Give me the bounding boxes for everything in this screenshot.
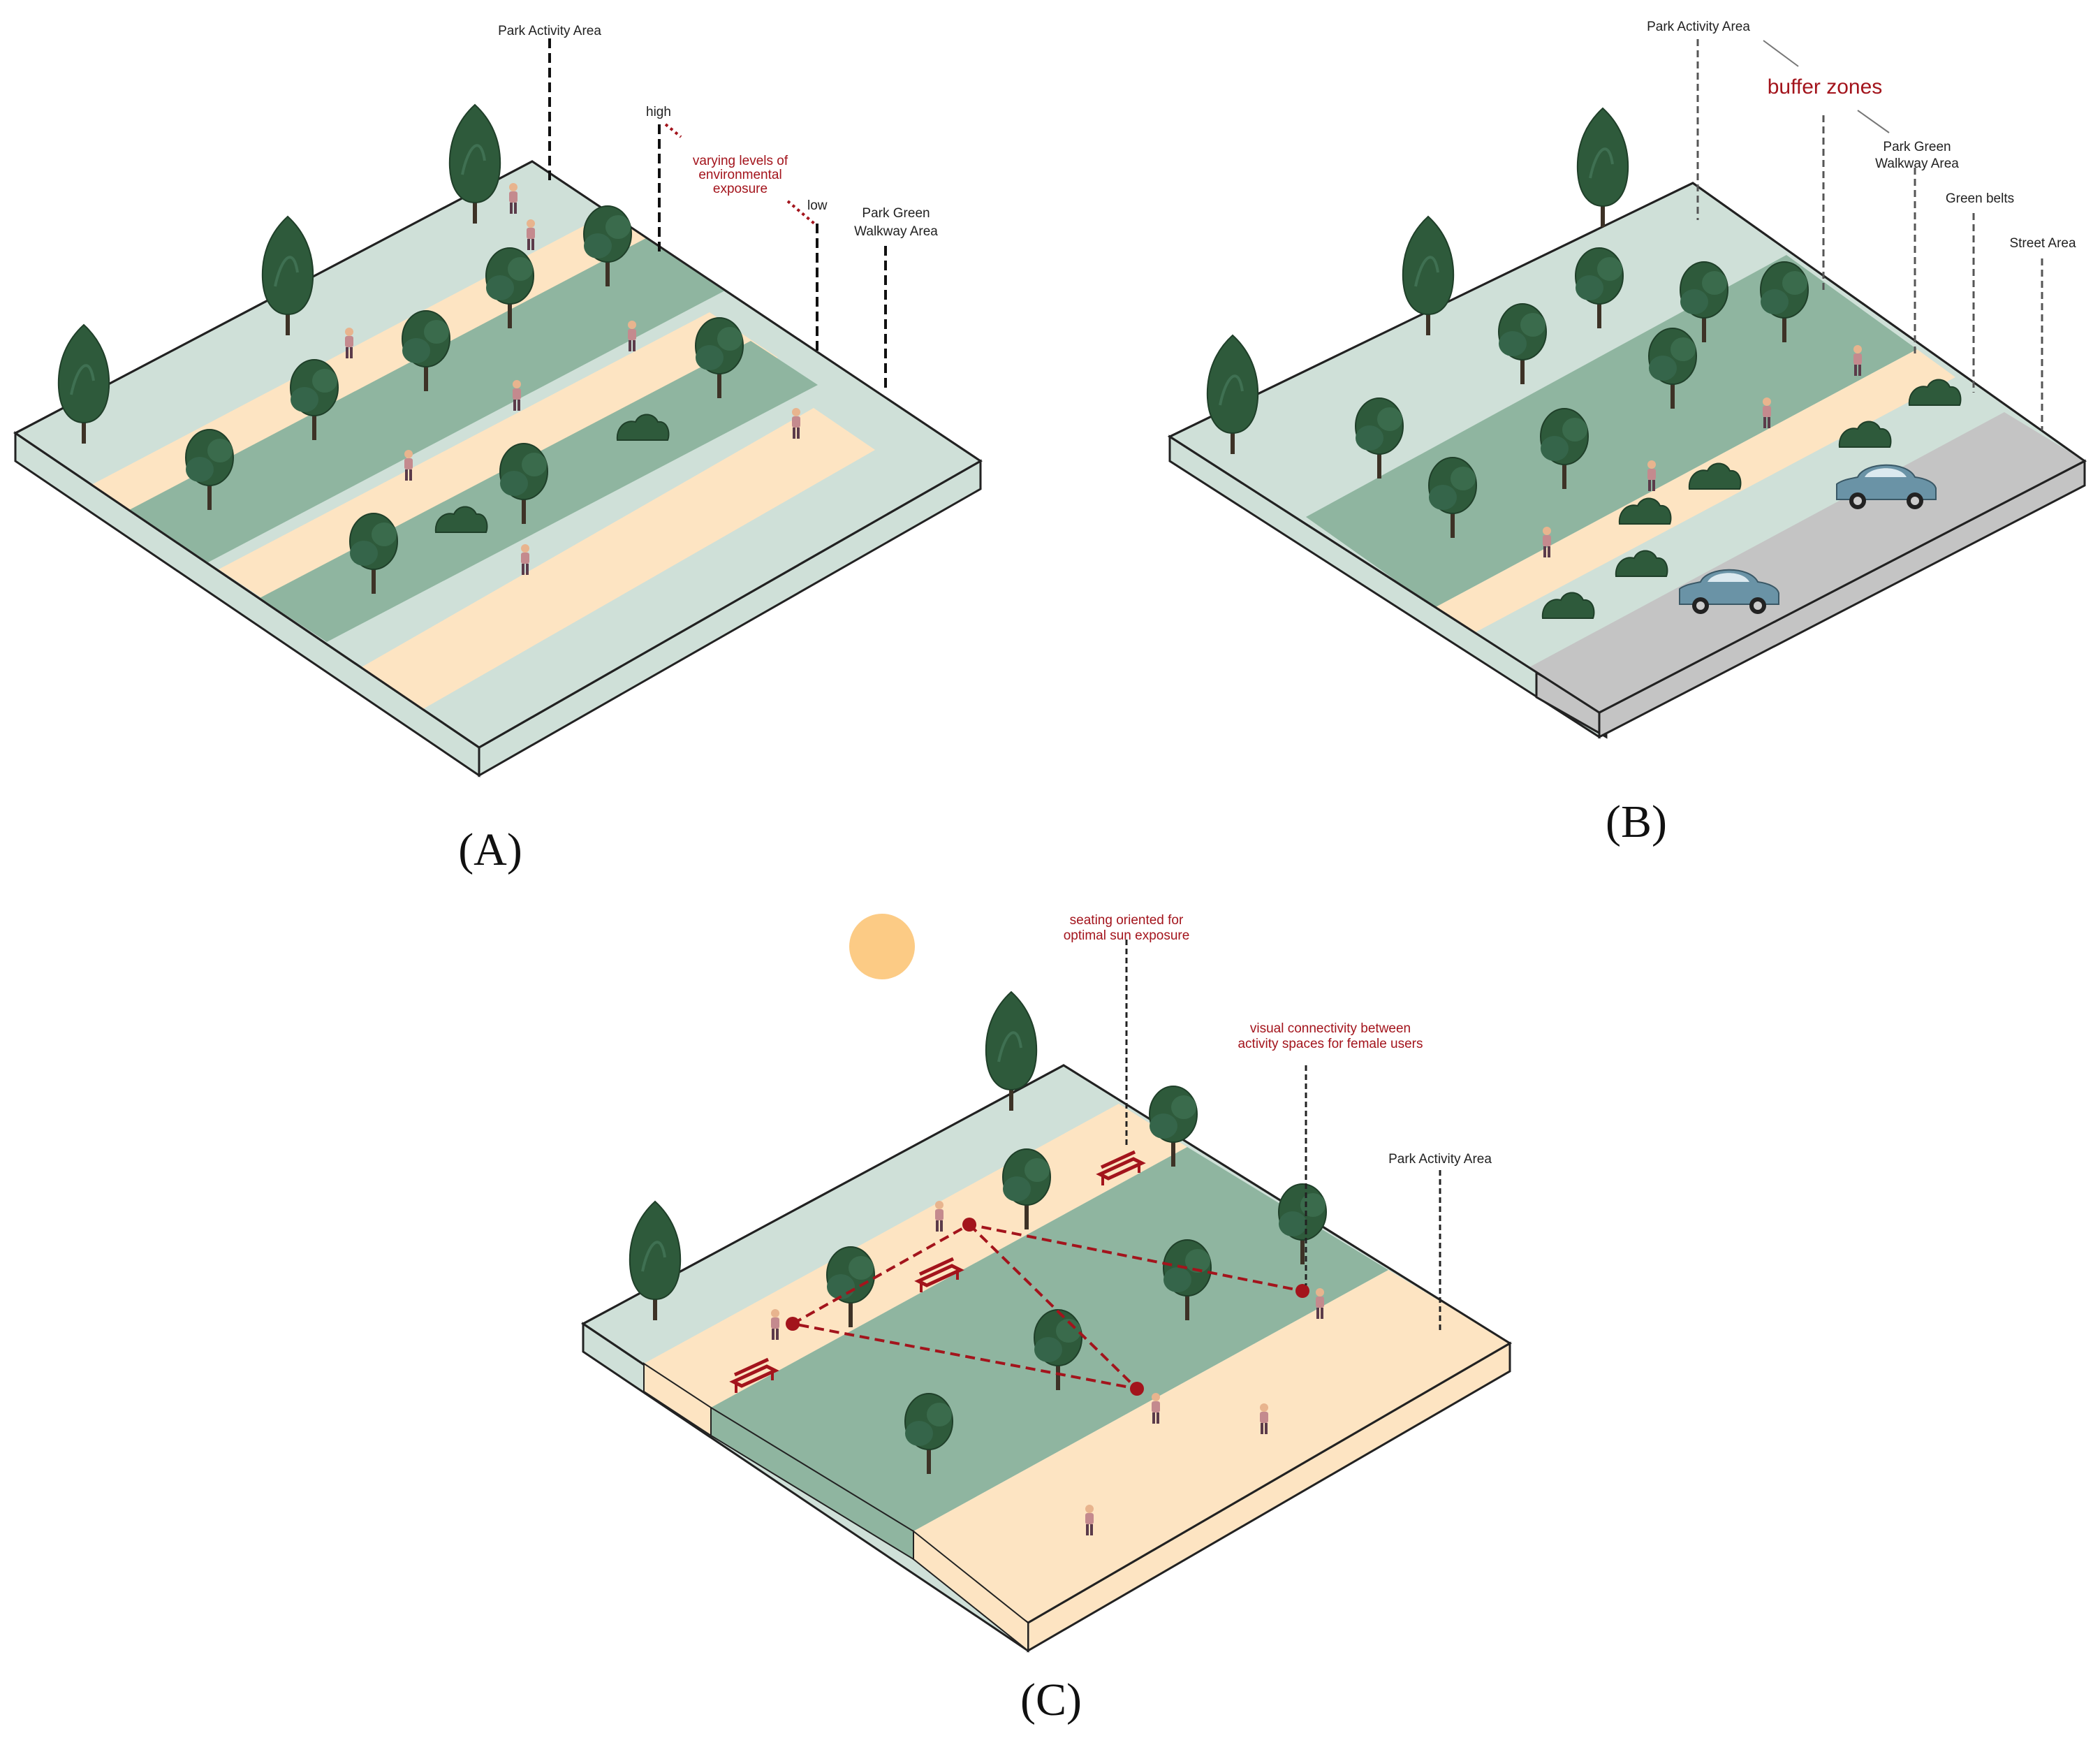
label-exposure-line-1: varying levels of bbox=[693, 154, 788, 168]
label-walkway-b-line-2: Walkway Area bbox=[1875, 156, 1959, 171]
caption-a: (A) bbox=[458, 824, 522, 875]
label-high: high bbox=[646, 105, 671, 119]
label-visual-line-1: visual connectivity between bbox=[1250, 1021, 1411, 1036]
label-park-activity-area-c: Park Activity Area bbox=[1388, 1152, 1492, 1167]
label-seating-line-1: seating oriented for bbox=[1070, 913, 1184, 928]
label-park-activity-area-b: Park Activity Area bbox=[1647, 20, 1750, 34]
label-walkway-b-line-1: Park Green bbox=[1883, 140, 1951, 154]
label-exposure-line-3: exposure bbox=[713, 182, 768, 196]
label-walkway-line-1: Park Green bbox=[862, 206, 930, 221]
label-walkway-line-2: Walkway Area bbox=[854, 224, 938, 239]
label-low: low bbox=[807, 198, 828, 213]
panel-b: Park Activity Area buffer zones Park Gre… bbox=[1167, 20, 2087, 739]
label-visual-line-2: activity spaces for female users bbox=[1238, 1037, 1423, 1051]
panel-c: seating oriented for optimal sun exposur… bbox=[581, 913, 1512, 1653]
caption-c: (C) bbox=[1020, 1674, 1082, 1725]
caption-b: (B) bbox=[1606, 796, 1667, 847]
label-street-area: Street Area bbox=[2009, 236, 2076, 251]
panel-a: Park Activity Area high varying levels o… bbox=[13, 24, 983, 777]
label-seating-line-2: optimal sun exposure bbox=[1064, 928, 1190, 943]
label-green-belts: Green belts bbox=[1946, 191, 2014, 206]
label-exposure-line-2: environmental bbox=[698, 168, 781, 182]
connectivity-network bbox=[786, 1218, 1309, 1396]
sun-icon bbox=[849, 914, 915, 979]
label-buffer-zones: buffer zones bbox=[1768, 75, 1883, 98]
label-park-activity-area: Park Activity Area bbox=[498, 24, 601, 38]
